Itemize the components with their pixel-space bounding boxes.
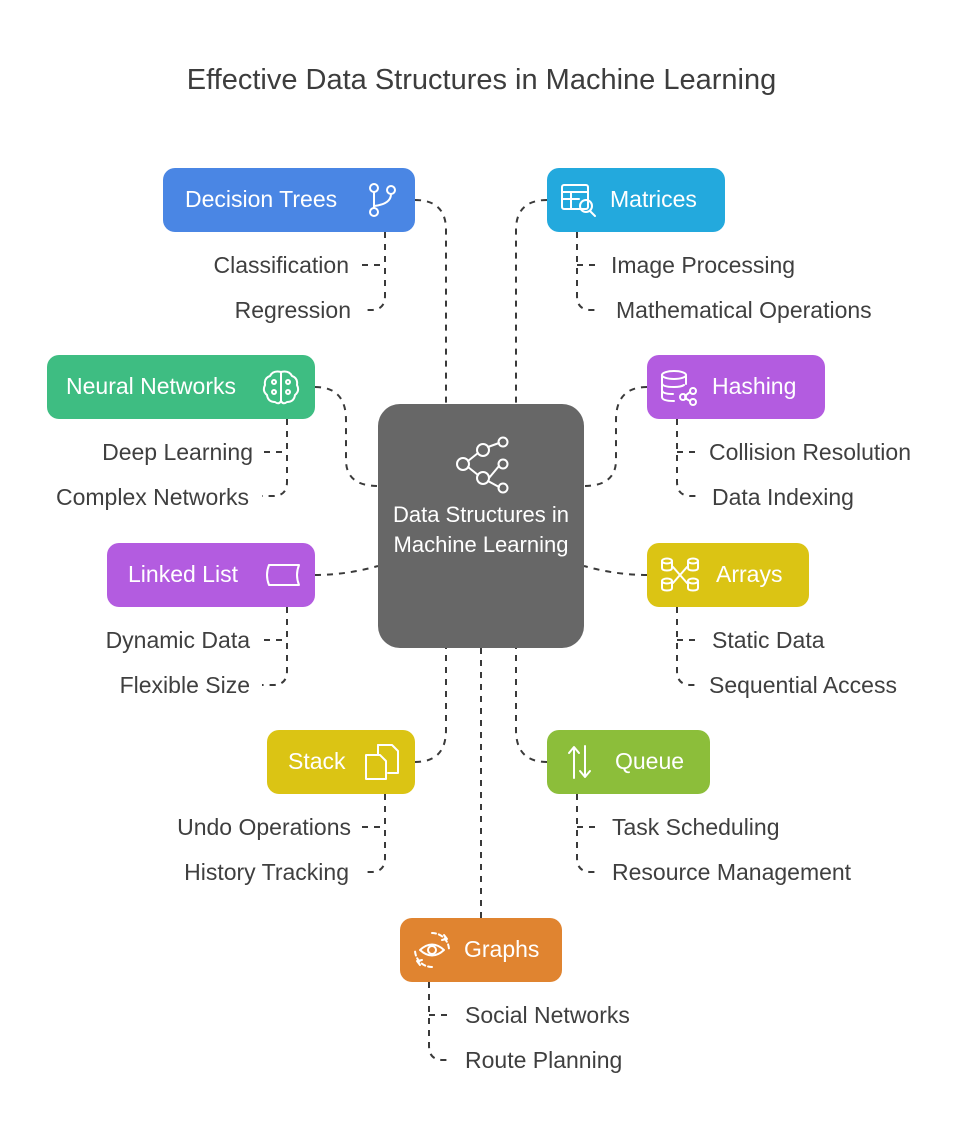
sub-route-planning: Route Planning [465, 1047, 623, 1073]
connector-neural-networks-subs [262, 419, 288, 497]
connector-neural-networks [314, 386, 379, 487]
node-label: Neural Networks [66, 373, 236, 399]
connector-stack [414, 648, 447, 763]
connector-hashing [583, 386, 648, 487]
node-label: Arrays [716, 561, 783, 587]
sub-regression: Regression [234, 297, 351, 323]
connector-hashing-subs [676, 419, 700, 497]
node-decision-trees: Decision Trees [163, 168, 415, 232]
node-linked-list: Linked List [107, 543, 315, 607]
connector-decision-trees [414, 199, 447, 404]
node-graphs: Graphs [400, 918, 562, 982]
connector-queue [515, 648, 548, 763]
sub-complex-networks: Complex Networks [56, 484, 249, 510]
connector-linked-list [314, 565, 379, 576]
sub-sequential-access: Sequential Access [709, 672, 897, 698]
node-label: Queue [615, 748, 685, 774]
sub-deep-learning: Deep Learning [102, 439, 253, 465]
scroll-icon [266, 564, 300, 586]
node-label: Hashing [712, 373, 797, 399]
node-neural-networks: Neural Networks [47, 355, 315, 419]
sub-mathematical-operations: Mathematical Operations [616, 297, 872, 323]
sub-task-scheduling: Task Scheduling [612, 814, 780, 840]
connector-matrices-subs [576, 232, 600, 311]
arrows-up-down-icon [568, 745, 591, 779]
node-arrays: Arrays [647, 543, 809, 607]
sub-flexible-size: Flexible Size [119, 672, 250, 698]
connector-linked-list-subs [262, 607, 288, 686]
node-queue: Queue [547, 730, 710, 794]
connector-matrices [515, 199, 548, 404]
node-label: Stack [288, 748, 346, 774]
center-label: Data Structures in Machine Learning [392, 502, 570, 557]
sub-image-processing: Image Processing [611, 252, 796, 278]
sub-classification: Classification [213, 252, 350, 278]
git-branch-icon [369, 183, 396, 217]
node-stack: Stack [267, 730, 415, 794]
node-label: Matrices [610, 186, 697, 212]
connector-queue-subs [576, 794, 600, 873]
node-label: Graphs [464, 936, 540, 962]
copy-stack-icon [365, 744, 399, 780]
table-search-icon [561, 184, 596, 217]
connector-arrays [583, 565, 648, 576]
sub-static-data: Static Data [712, 627, 825, 653]
sub-data-indexing: Data Indexing [712, 484, 854, 510]
node-label: Decision Trees [185, 186, 338, 212]
connector-decision-trees-subs [362, 232, 386, 311]
sub-social-networks: Social Networks [465, 1002, 630, 1028]
eye-cycle-icon [414, 932, 450, 968]
node-matrices: Matrices [547, 168, 725, 232]
share-network-icon [456, 436, 509, 494]
diagram-title: Effective Data Structures in Machine Lea… [186, 64, 777, 96]
sub-dynamic-data: Dynamic Data [105, 627, 250, 653]
sub-undo-operations: Undo Operations [177, 814, 351, 840]
connector-graphs-subs [428, 982, 452, 1061]
sub-history-tracking: History Tracking [184, 859, 349, 885]
node-hashing: Hashing [647, 355, 825, 419]
brain-icon [262, 370, 300, 405]
center-node: Data Structures in Machine Learning [378, 404, 584, 648]
connector-arrays-subs [676, 607, 700, 686]
node-label: Linked List [128, 561, 238, 587]
database-cross-icon [661, 557, 699, 592]
connector-stack-subs [362, 794, 386, 873]
database-share-icon [661, 370, 697, 406]
sub-resource-management: Resource Management [612, 859, 852, 885]
sub-collision-resolution: Collision Resolution [709, 439, 911, 465]
